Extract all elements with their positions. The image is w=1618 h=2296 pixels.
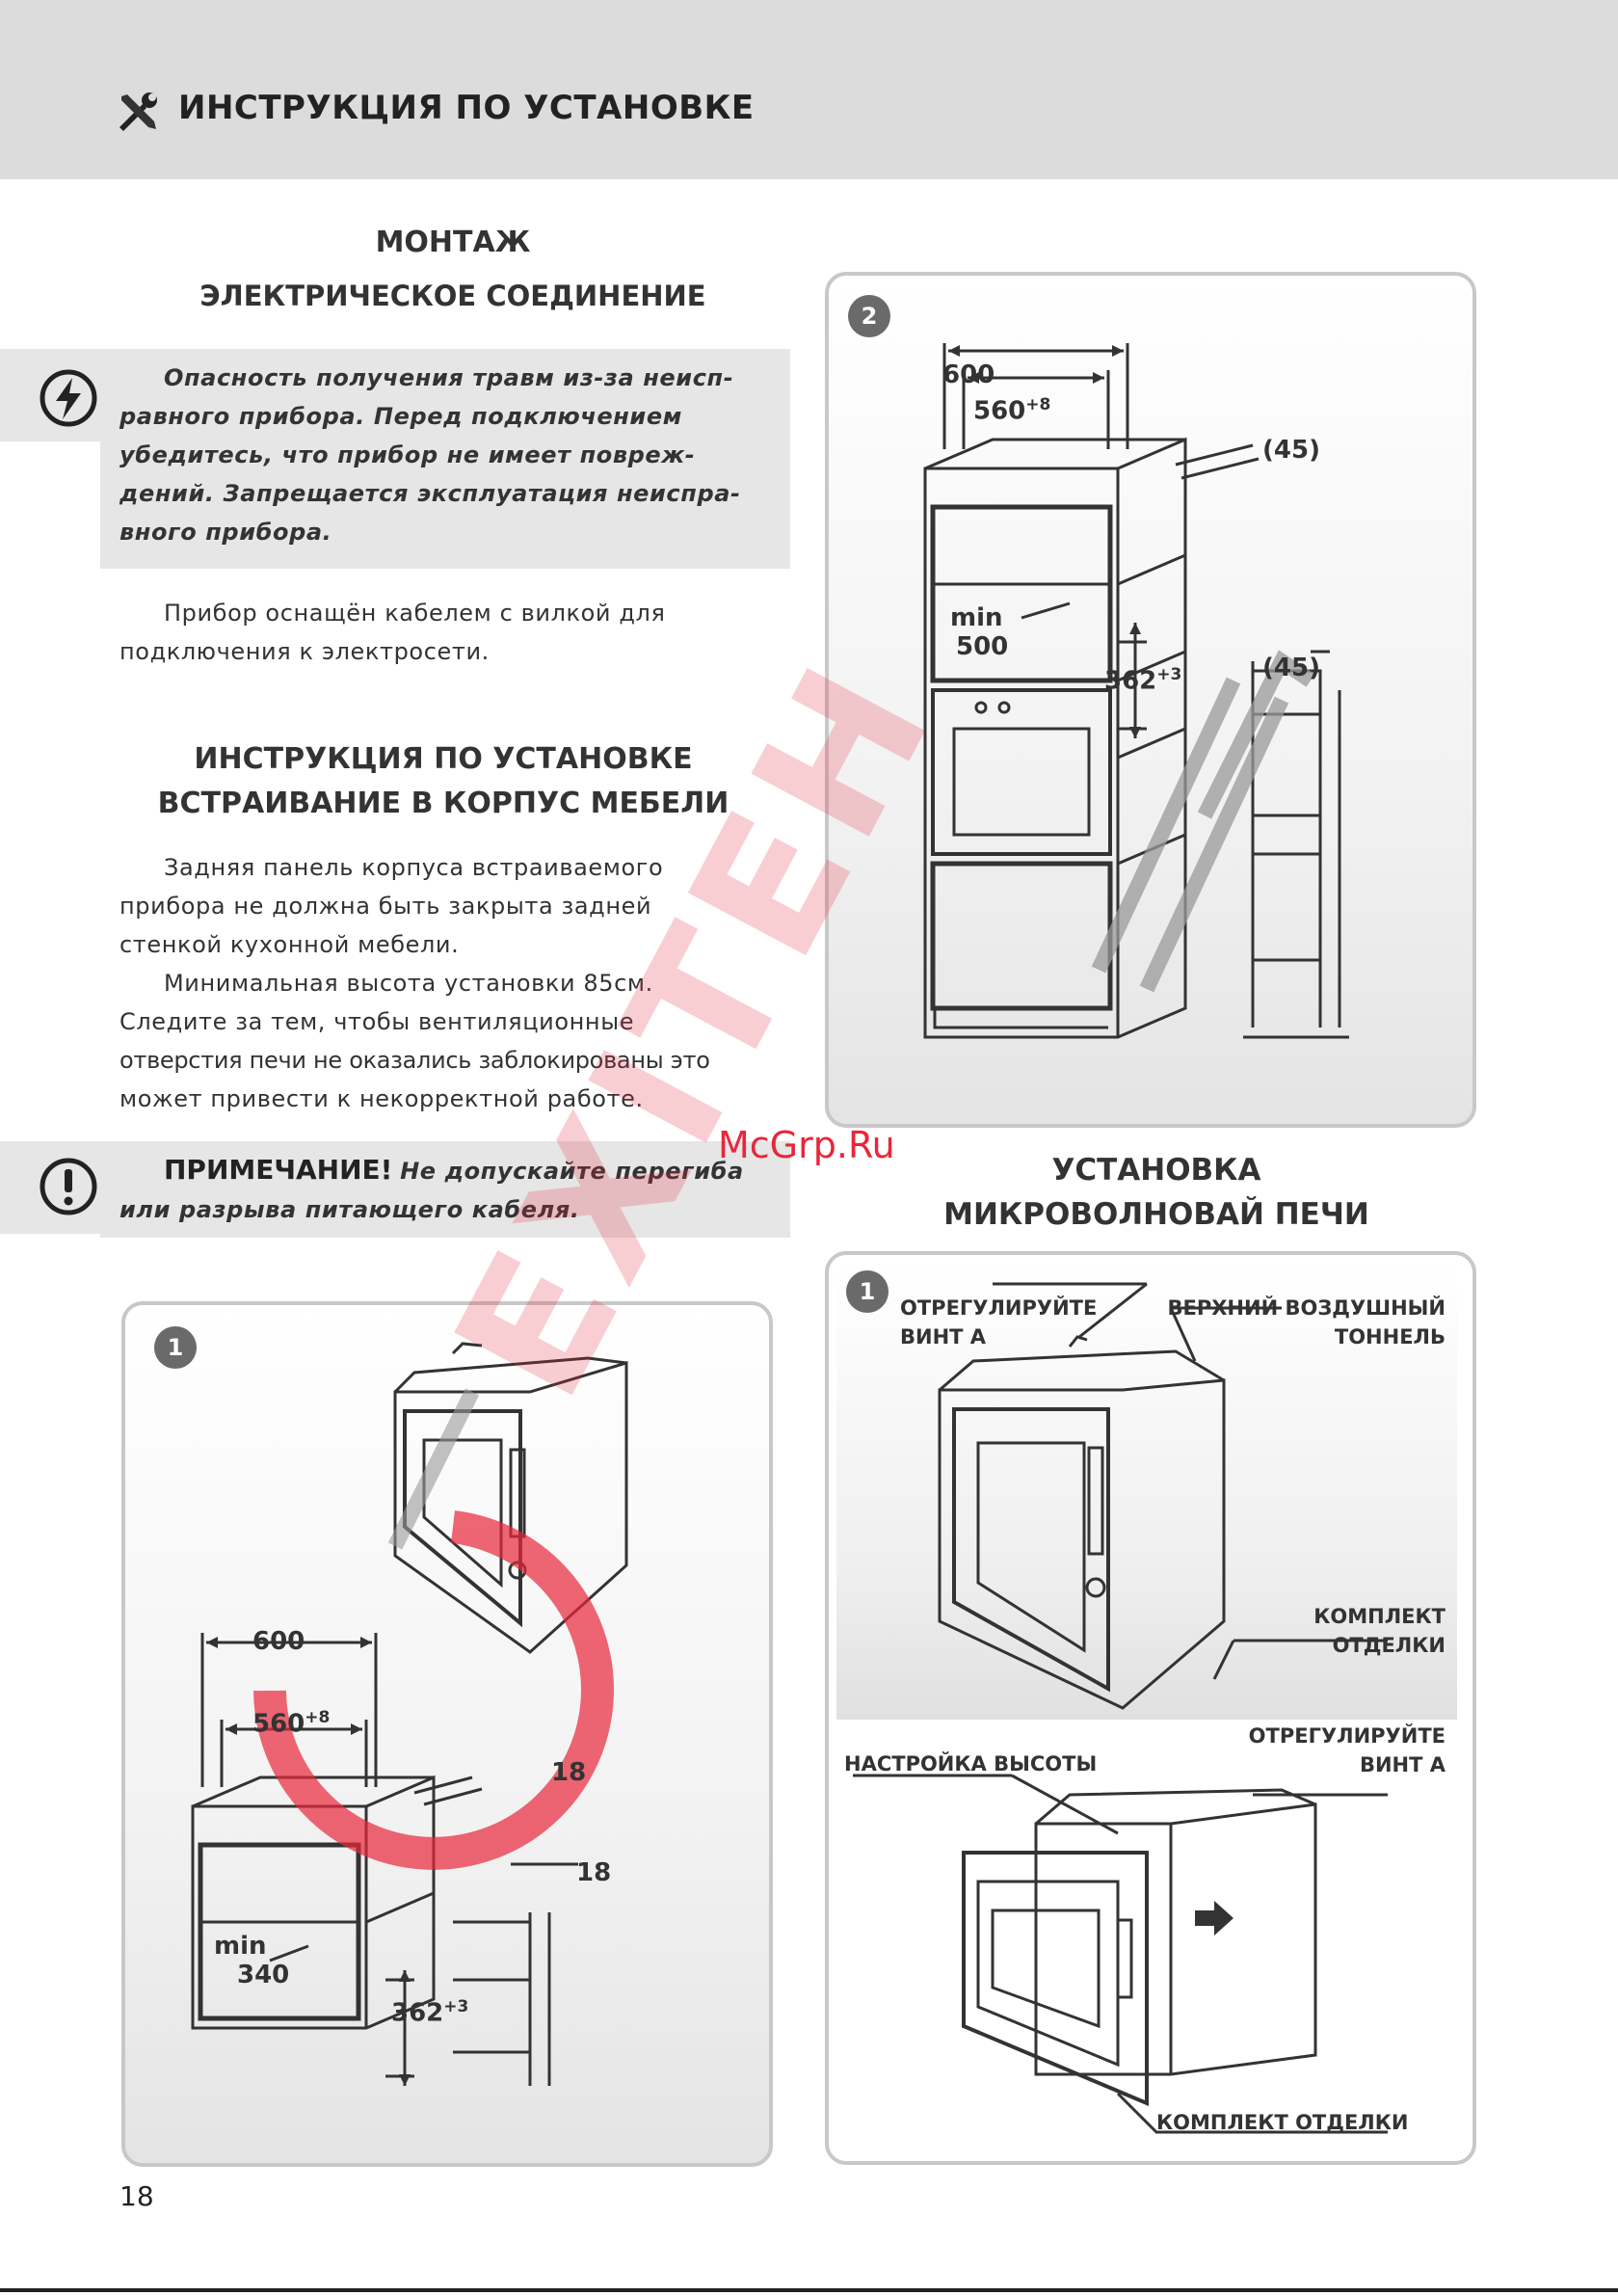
warning-line: убедитесь, что прибор не имеет повреж- [119, 441, 696, 468]
lightning-icon [40, 369, 97, 427]
wall-label-18-top: 18 [551, 1758, 587, 1787]
bottom-rule [0, 2288, 1618, 2292]
note-label: ПРИМЕЧАНИЕ! [164, 1154, 393, 1186]
section-install-title: ИНСТРУКЦИЯ ПО УСТАНОВКЕ [194, 742, 693, 776]
label-line: ВИНТ А [900, 1325, 987, 1348]
section-microwave-title: УСТАНОВКА [1051, 1153, 1261, 1188]
warning-icon-band [0, 349, 108, 441]
wall-cabinet-diagram [191, 1342, 628, 2086]
tall-label-560-sup: +8 [1025, 395, 1051, 414]
tall-label-560: 560+8 [973, 395, 1050, 426]
tools-icon [119, 93, 157, 131]
tall-label-362-sup: +3 [1156, 665, 1182, 684]
tall-label-45-side: (45) [1262, 654, 1320, 682]
label-line: ОТДЕЛКИ [1332, 1634, 1446, 1657]
install-line: может привести к некорректной работе. [119, 1085, 644, 1112]
label-line: ВИНТ А [1359, 1753, 1446, 1776]
warning-line: дений. Запрещается эксплуатация неиспра- [119, 480, 741, 507]
install-line: стенкой кухонной мебели. [119, 931, 460, 958]
label-trim-kit-top: КОМПЛЕКТ ОТДЕЛКИ [1253, 1602, 1446, 1660]
label-line: ТОННЕЛЬ [1334, 1325, 1446, 1348]
warning-line: равного прибора. Перед подключением [119, 403, 682, 430]
warning-line: вного прибора. [119, 519, 332, 546]
tall-label-45-top: (45) [1262, 436, 1320, 465]
label-height-adjust: НАСТРОЙКА ВЫСОТЫ [844, 1752, 1098, 1775]
wall-label-362-sup: +3 [443, 1997, 469, 2016]
wall-label-362-value: 362 [391, 1998, 444, 2028]
section-install-subtitle: ВСТРАИВАНИЕ В КОРПУС МЕБЕЛИ [157, 787, 729, 820]
tall-label-600: 600 [942, 360, 995, 389]
note-band [100, 1141, 790, 1238]
wall-label-560-sup: +8 [305, 1708, 331, 1727]
exclamation-icon [40, 1158, 97, 1215]
wall-label-362: 362+3 [391, 1997, 468, 2028]
tall-label-500: 500 [956, 632, 1009, 661]
label-trim-kit-bottom: КОМПЛЕКТ ОТДЕЛКИ [1156, 2111, 1409, 2134]
label-air-tunnel: ВЕРХНИЙ ВОЗДУШНЫЙ ТОННЕЛЬ [1156, 1294, 1446, 1351]
microwave-diagram [853, 1282, 1388, 2134]
label-line: ОТРЕГУЛИРУЙТЕ [1248, 1724, 1446, 1748]
install-text: Задняя панель корпуса встраиваемого приб… [119, 848, 756, 1118]
install-line: прибора не должна быть закрыта задней [119, 893, 652, 920]
wall-label-560-value: 560 [252, 1709, 305, 1739]
tall-label-362-value: 362 [1104, 666, 1157, 696]
install-line: Следите за тем, чтобы вентиляционные [119, 1008, 635, 1035]
wall-label-18-side: 18 [576, 1858, 612, 1887]
cable-line: подключения к электросети. [119, 638, 490, 665]
wall-label-600: 600 [252, 1627, 305, 1656]
wall-cabinet-badge: 1 [154, 1326, 197, 1369]
note-line: Не допускайте перегиба [400, 1158, 744, 1185]
warning-band [100, 349, 790, 569]
label-line: ВЕРХНИЙ ВОЗДУШНЫЙ [1167, 1296, 1446, 1320]
install-line: Задняя панель корпуса встраиваемого [164, 854, 664, 881]
cable-line: Прибор оснащён кабелем с вилкой для [164, 600, 666, 627]
note-icon-band [0, 1141, 108, 1234]
label-adjust-screw-a-top: ОТРЕГУЛИРУЙТЕ ВИНТ А [900, 1294, 1097, 1351]
cable-text: Прибор оснащён кабелем с вилкой для подк… [119, 594, 756, 671]
watermark-site: McGrp.Ru [718, 1124, 895, 1166]
tall-cabinet-badge: 2 [848, 295, 890, 337]
wall-label-560: 560+8 [252, 1708, 330, 1739]
section-mount-title: МОНТАЖ [375, 226, 531, 259]
header-band [0, 0, 1618, 179]
tall-cabinet-diagram [923, 343, 1349, 1039]
warning-line: Опасность получения травм из-за неисп- [164, 364, 734, 391]
page-number: 18 [119, 2180, 154, 2212]
page-header-title: ИНСТРУКЦИЯ ПО УСТАНОВКЕ [178, 89, 755, 127]
note-text: ПРИМЕЧАНИЕ! Не допускайте перегиба или р… [119, 1151, 775, 1229]
section-microwave-subtitle: МИКРОВОЛНОВАЙ ПЕЧИ [943, 1197, 1369, 1232]
wall-label-340: 340 [237, 1961, 290, 1989]
install-line: Минимальная высота установки 85см. [164, 970, 653, 997]
install-line: отверстия печи не оказались заблокирован… [119, 1047, 710, 1074]
microwave-badge: 1 [846, 1270, 889, 1313]
warning-text: Опасность получения травм из-за неисп- р… [119, 359, 756, 551]
label-adjust-screw-a-bottom: ОТРЕГУЛИРУЙТЕ ВИНТ А [1176, 1722, 1446, 1779]
wall-label-min: min [214, 1932, 267, 1961]
label-line: ОТРЕГУЛИРУЙТЕ [900, 1296, 1098, 1320]
note-line: или разрыва питающего кабеля. [119, 1196, 580, 1223]
tall-label-362: 362+3 [1104, 665, 1181, 696]
label-line: КОМПЛЕКТ [1313, 1605, 1446, 1628]
section-mount-subtitle: ЭЛЕКТРИЧЕСКОЕ СОЕДИНЕНИЕ [199, 280, 706, 312]
tall-label-min: min [950, 603, 1003, 632]
tall-label-560-value: 560 [973, 396, 1026, 426]
